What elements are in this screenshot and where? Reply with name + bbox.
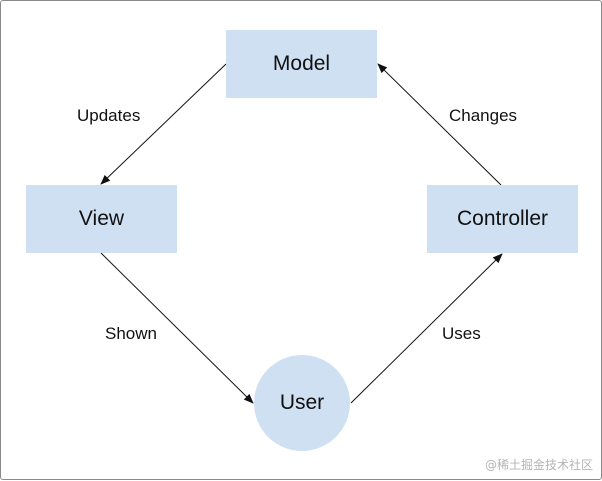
- controller-node: Controller: [427, 185, 578, 253]
- edge-label-changes: Changes: [449, 106, 518, 125]
- edge-label-shown: Shown: [105, 324, 157, 343]
- edge-label-updates: Updates: [77, 106, 141, 125]
- watermark: @稀土掘金技术社区: [484, 458, 593, 472]
- user-node: User: [254, 355, 350, 451]
- user-node-label: User: [279, 391, 325, 414]
- edge-label-uses: Uses: [442, 324, 481, 343]
- view-node-label: View: [78, 207, 125, 230]
- view-node: View: [26, 185, 177, 253]
- edge-user-to-controller: [350, 253, 503, 404]
- edge-controller-to-model: [377, 63, 502, 186]
- model-node: Model: [226, 30, 377, 98]
- edge-model-to-view: [100, 63, 227, 185]
- model-node-label: Model: [272, 52, 331, 75]
- controller-node-label: Controller: [456, 207, 549, 230]
- edge-view-to-user: [100, 252, 254, 404]
